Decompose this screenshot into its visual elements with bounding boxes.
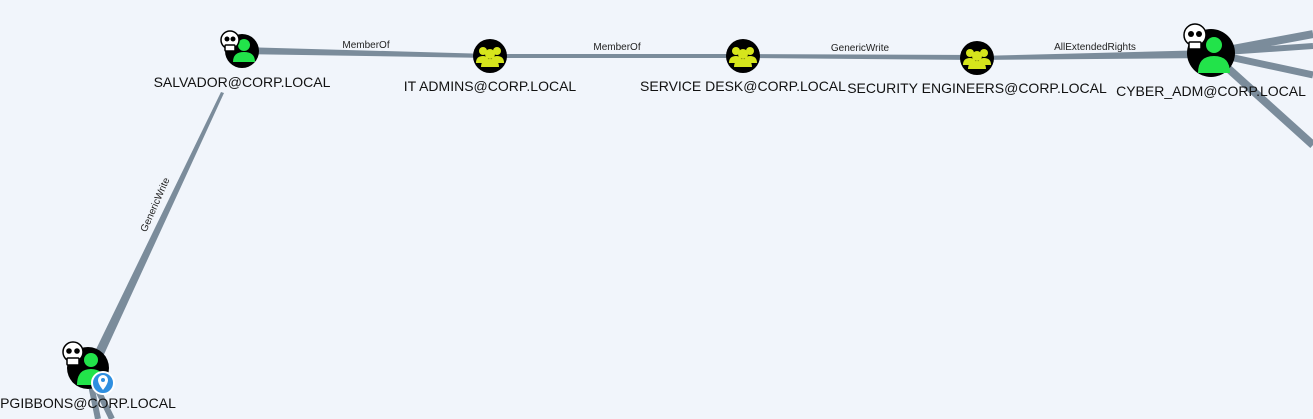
edge-label-secengineers-cyberadm: AllExtendedRights: [1054, 42, 1136, 53]
node-label-itadmins: IT ADMINS@CORP.LOCAL: [404, 78, 577, 94]
group-icon: [963, 49, 991, 69]
edge-salvador-itadmins[interactable]: [242, 47, 490, 58]
edge-servicedesk-secengineers[interactable]: [743, 54, 977, 60]
node-label-salvador: SALVADOR@CORP.LOCAL: [154, 74, 331, 90]
node-label-servicedesk: SERVICE DESK@CORP.LOCAL: [640, 78, 846, 94]
node-cyberadm[interactable]: CYBER_ADM@CORP.LOCAL: [1116, 23, 1306, 99]
edge-label-servicedesk-secengineers: GenericWrite: [831, 43, 890, 54]
node-servicedesk[interactable]: SERVICE DESK@CORP.LOCAL: [640, 39, 846, 94]
skull-icon: [62, 341, 84, 366]
node-label-pgibbons: PGIBBONS@CORP.LOCAL: [0, 395, 176, 411]
edge-pgibbons-salvador[interactable]: [85, 92, 224, 374]
group-icon: [476, 47, 504, 67]
skull-icon: [220, 30, 240, 52]
node-itadmins[interactable]: IT ADMINS@CORP.LOCAL: [404, 39, 577, 94]
node-label-cyberadm: CYBER_ADM@CORP.LOCAL: [1116, 83, 1306, 99]
edge-secengineers-cyberadm[interactable]: [977, 50, 1211, 60]
node-salvador[interactable]: SALVADOR@CORP.LOCAL: [154, 30, 331, 90]
group-icon: [729, 47, 757, 67]
edge-label-itadmins-servicedesk: MemberOf: [593, 42, 640, 53]
edge-label-salvador-itadmins: MemberOf: [342, 40, 389, 51]
skull-icon: [1183, 23, 1207, 50]
node-label-secengineers: SECURITY ENGINEERS@CORP.LOCAL: [847, 80, 1107, 96]
node-secengineers[interactable]: SECURITY ENGINEERS@CORP.LOCAL: [847, 41, 1107, 96]
user-icon: [1198, 37, 1230, 73]
user-icon: [233, 39, 255, 62]
pin-icon: [91, 371, 115, 395]
nodes-layer: SALVADOR@CORP.LOCAL IT ADMINS@CORP.LOCAL: [0, 23, 1306, 411]
node-pgibbons[interactable]: PGIBBONS@CORP.LOCAL: [0, 341, 176, 411]
